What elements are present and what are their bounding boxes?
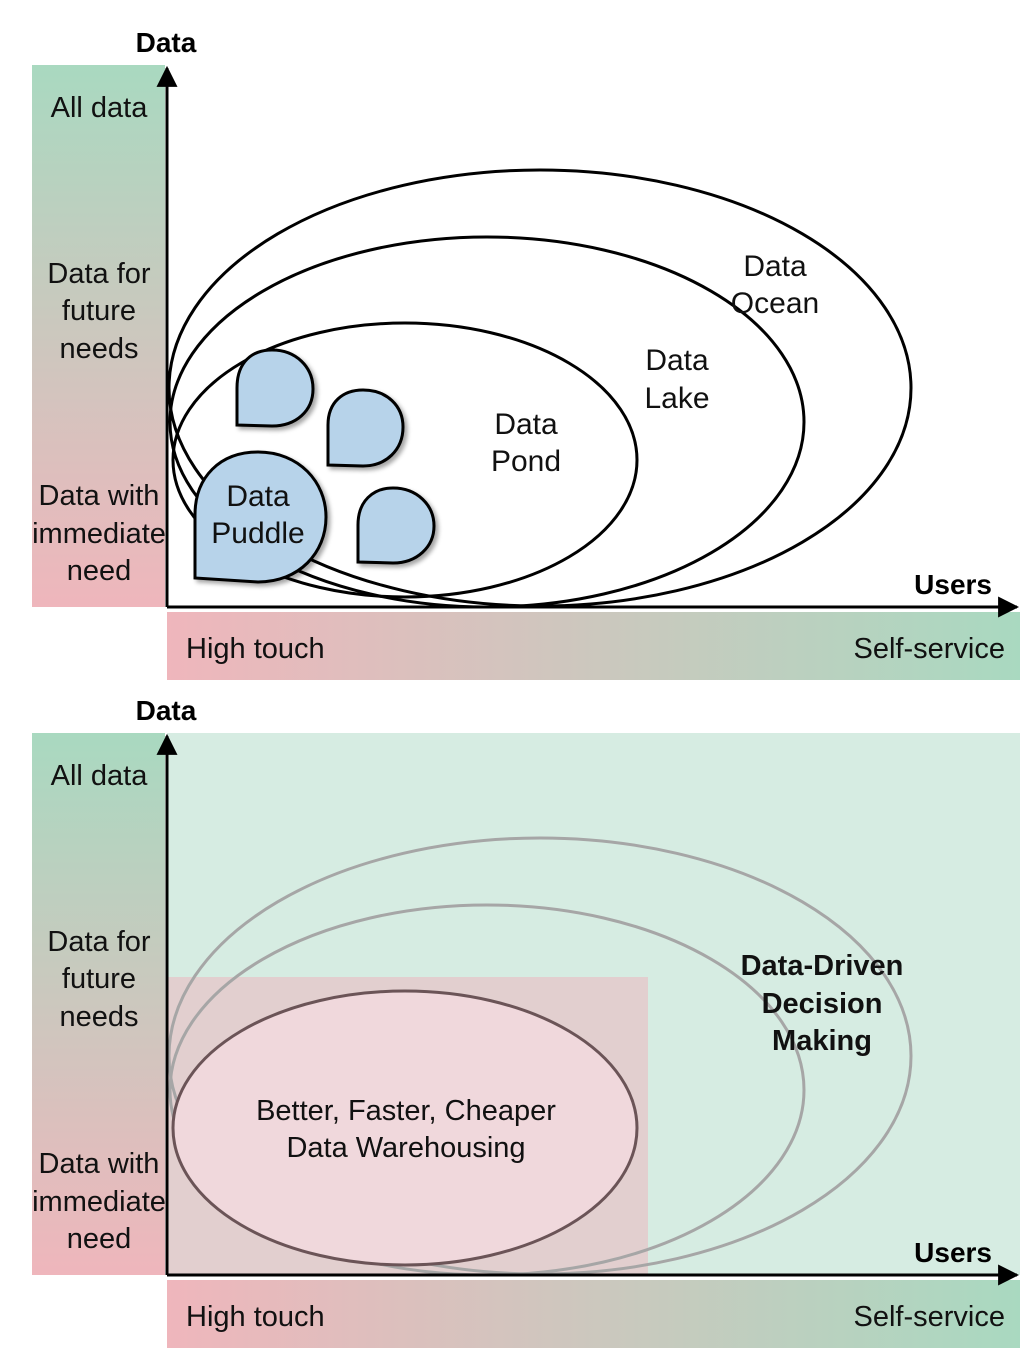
y-level-future-line1: Data for [47,926,150,958]
panel-top: Data Users All data Data for future need… [32,27,1020,680]
small-puddle-3 [356,486,436,565]
data-driven-label-line3: Making [772,1025,872,1057]
data-driven-label-line1: Data-Driven [741,950,904,982]
y-level-immediate-line2: immediate [32,1186,166,1218]
small-puddle-2 [326,388,405,468]
data-driven-label-line2: Decision [762,988,883,1020]
y-axis-band [32,733,165,1275]
small-puddle-1 [235,348,315,428]
data-pond-ellipse [171,321,639,599]
data-pond-label-line2: Pond [491,445,561,478]
y-level-immediate-line3: need [67,555,132,587]
data-pond-label-line1: Data [494,408,558,441]
y-level-immediate-line1: Data with [39,480,160,512]
y-level-future-line1: Data for [47,258,150,290]
data-ocean-ellipse [167,168,913,608]
y-axis-title: Data [136,27,197,58]
data-lake-label-line2: Lake [644,382,709,415]
y-level-all-data: All data [51,92,149,124]
data-ocean-label-line1: Data [743,250,807,283]
y-level-future-line2: future [62,963,136,995]
x-level-self-service: Self-service [854,1301,1006,1333]
panel-bottom: Data Users All data Data for future need… [32,695,1020,1348]
x-level-high-touch: High touch [186,633,325,665]
y-axis-band [32,65,165,607]
x-level-high-touch: High touch [186,1301,325,1333]
data-lake-ellipse [168,235,806,609]
x-axis-title: Users [914,569,992,600]
y-level-all-data: All data [51,760,149,792]
data-puddle-label-line2: Puddle [211,517,304,550]
y-level-future-line3: needs [59,1001,138,1033]
data-warehousing-label-line2: Data Warehousing [286,1132,525,1164]
data-puddle-drop [193,450,328,584]
y-level-immediate-line2: immediate [32,518,166,550]
y-level-immediate-line3: need [67,1223,132,1255]
data-ocean-label-line2: Ocean [731,287,819,320]
data-warehousing-label-line1: Better, Faster, Cheaper [256,1095,556,1127]
y-level-future-line3: needs [59,333,138,365]
y-level-future-line2: future [62,295,136,327]
x-level-self-service: Self-service [854,633,1006,665]
data-warehousing-ellipse [171,989,639,1267]
data-lake-label-line1: Data [645,344,709,377]
y-axis-title: Data [136,695,197,726]
x-axis-band [167,1280,1020,1348]
data-puddle-label-line1: Data [226,480,290,513]
y-level-immediate-line1: Data with [39,1148,160,1180]
x-axis-title: Users [914,1237,992,1268]
x-axis-band [167,612,1020,680]
